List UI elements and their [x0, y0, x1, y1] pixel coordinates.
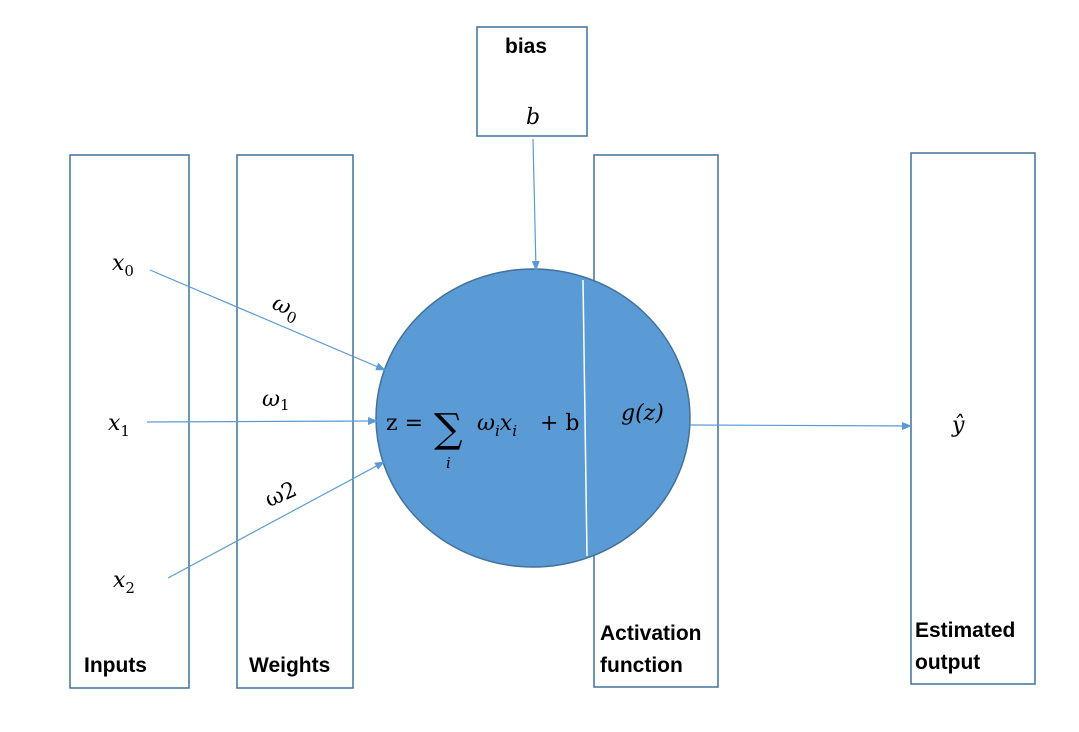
w1-symbol: ω1: [262, 387, 290, 414]
bias-box: [476, 26, 588, 137]
output-symbol: ŷ: [951, 413, 965, 438]
estimated-label-line1: Estimated: [915, 619, 1015, 642]
arrow-x2: [167, 461, 385, 579]
weights-label: Weights: [249, 654, 330, 677]
activation-label-line2: function: [600, 654, 683, 677]
activation-label-line1: Activation: [600, 622, 702, 645]
sum-tail: + b: [540, 411, 580, 436]
arrow-x0: [149, 269, 386, 371]
estimated-label-line2: output: [915, 651, 980, 674]
sum-sign: ∑: [434, 406, 463, 452]
arrow-x1: [146, 417, 378, 426]
sum-index: i: [446, 454, 451, 472]
neuron-divider: [582, 279, 588, 557]
x2-symbol: x2: [113, 568, 135, 597]
bias-label: bias: [505, 35, 547, 58]
sum-term: ωixi: [477, 411, 517, 440]
activation-symbol: g(z): [621, 401, 664, 426]
x1-symbol: x1: [108, 411, 130, 440]
inputs-label: Inputs: [84, 654, 147, 677]
arrow-bias: [531, 138, 540, 271]
estimated-output-box: [910, 152, 1036, 685]
x0-symbol: x0: [112, 251, 134, 280]
arrow-output: [689, 421, 912, 430]
bias-symbol: b: [526, 105, 540, 130]
sum-lhs: z =: [386, 411, 423, 436]
